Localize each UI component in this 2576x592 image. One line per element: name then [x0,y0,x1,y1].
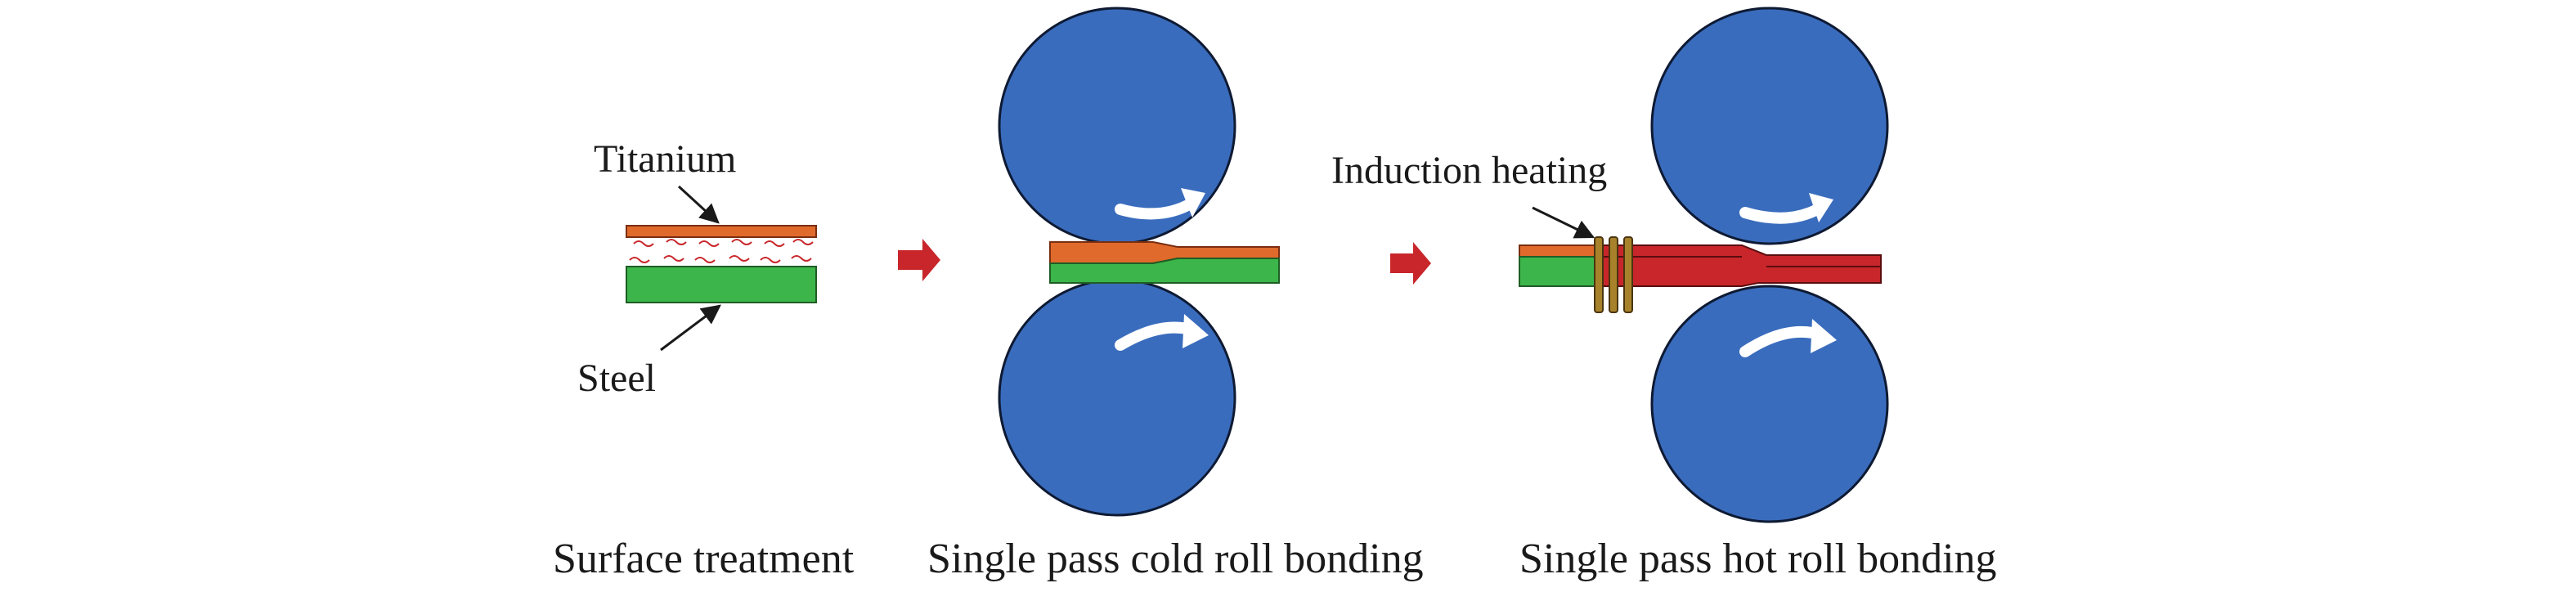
right-arrow-icon [898,239,940,281]
curved-arrow-icon [1739,202,1826,224]
cold-steel-layer [1049,258,1280,284]
steel-leader-arrow [660,304,721,352]
titanium-label: Titanium [594,137,736,181]
titanium-plate [626,225,817,238]
induction-heating-label: Induction heating [1331,149,1607,192]
cold-roll-bonding-caption: Single pass cold roll bonding [927,536,1424,582]
surface-treatment-caption: Surface treatment [553,536,855,582]
curved-arrow-head [1811,319,1837,353]
right-arrow-icon [1390,242,1431,285]
hot-bonded-plate [1602,244,1882,287]
curved-arrow-head [1183,314,1209,348]
hot-steel-layer [1519,256,1604,287]
hot-roll-bonding-caption: Single pass hot roll bonding [1519,536,1997,582]
curved-arrow-icon [1115,197,1198,220]
steel-label: Steel [577,357,656,400]
induction-coil-icon [1594,236,1633,313]
lower-roller [1650,285,1889,523]
hot-titanium-layer [1519,244,1604,258]
upper-roller [1650,7,1889,245]
curved-arrow-head [1181,188,1205,218]
hot-roll-bonding-panel: Induction heating Single pass hot roll b… [1331,7,1997,582]
surface-roughness-marks [629,239,814,263]
titanium-leader-arrow [677,185,720,224]
surface-treatment-panel: Titanium Steel Surface treatment [553,137,855,582]
curved-arrow-head [1809,193,1833,222]
steel-plate [626,266,817,303]
lower-roller [998,278,1236,517]
induction-heating-leader-arrow [1532,206,1595,239]
cold-roll-bonding-panel: Single pass cold roll bonding [927,7,1424,582]
